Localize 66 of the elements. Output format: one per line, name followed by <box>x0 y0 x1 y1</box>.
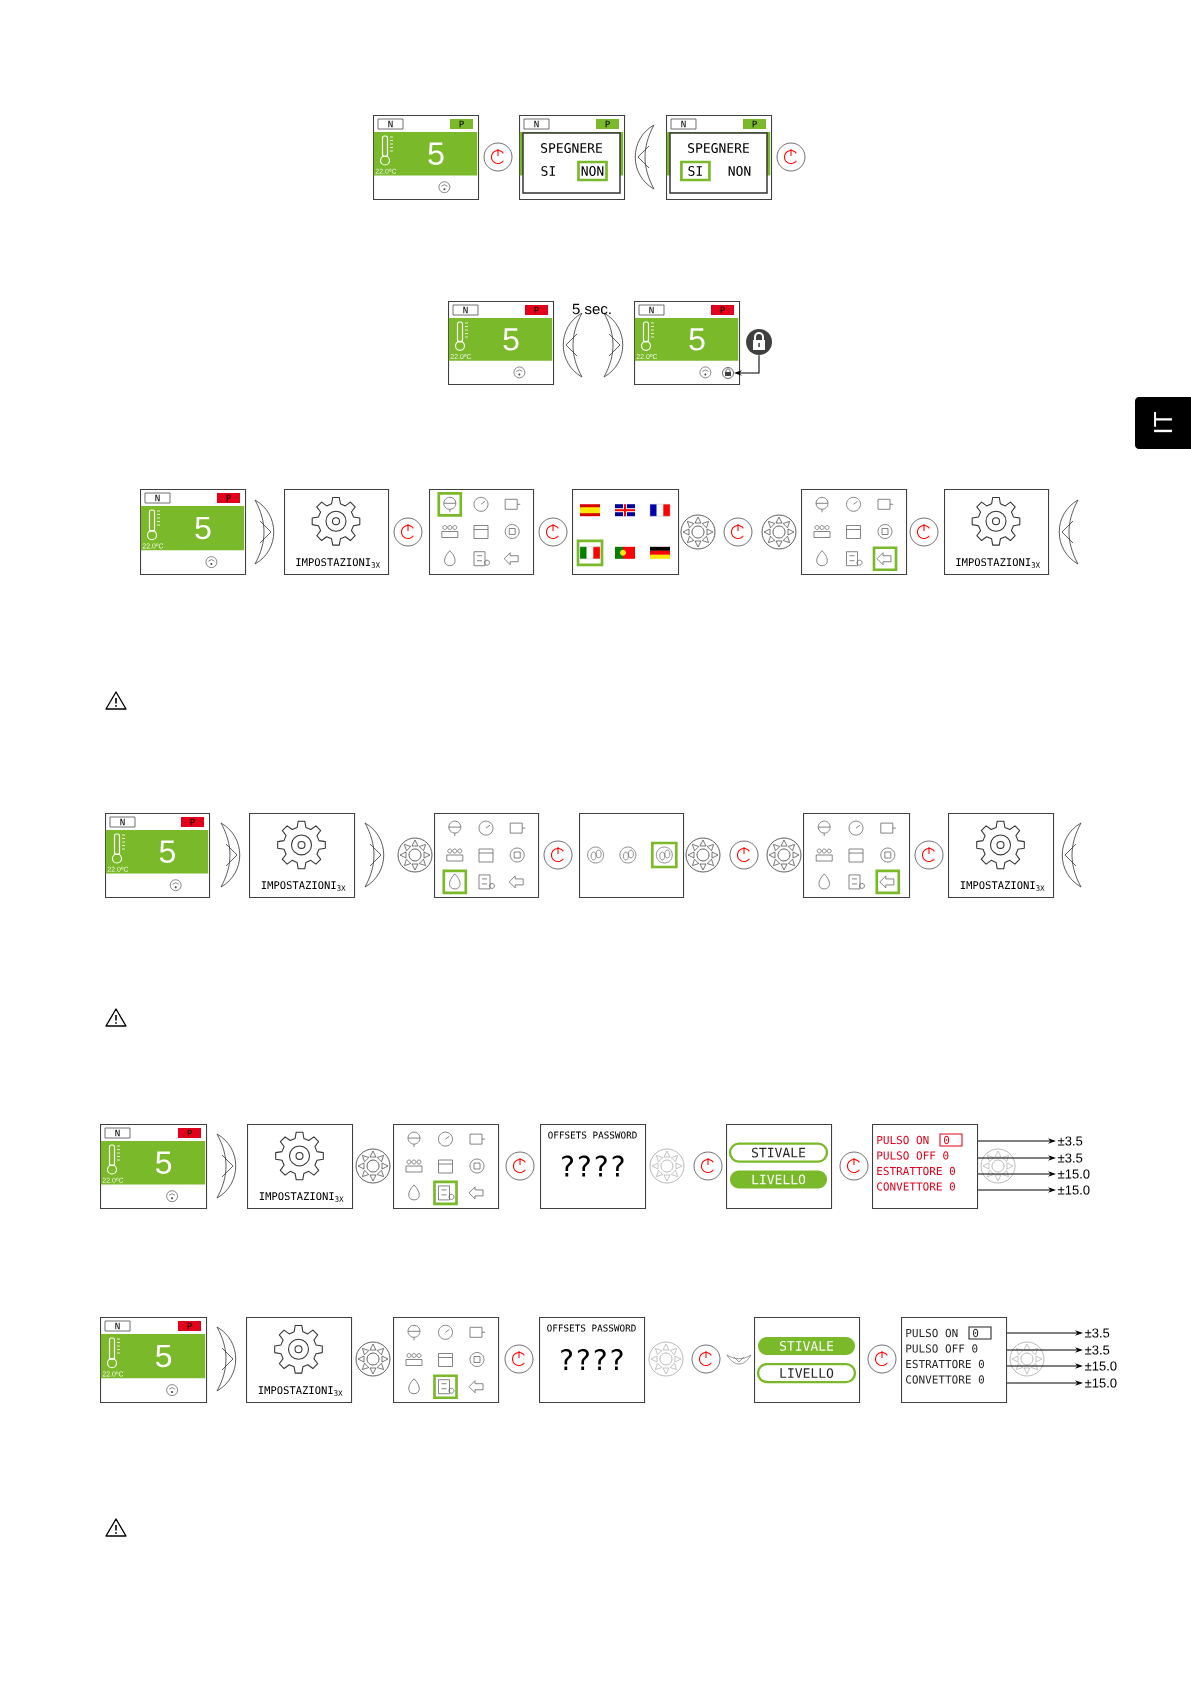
screen-title: IMPOSTAZIONI$_{3X}$ <box>259 1192 344 1202</box>
power-level-digit: 5 <box>156 1151 172 1174</box>
setting-line: ESTRATTORE 0 <box>877 1166 956 1176</box>
selected-option: NON <box>577 160 608 182</box>
dialog-title: SPEGNERE <box>688 143 749 153</box>
power-level-box: P <box>178 1128 201 1138</box>
offset-value: ±15.0 <box>1085 1378 1117 1388</box>
value-field: 0 <box>968 1326 992 1340</box>
power-level-box: P <box>743 119 766 129</box>
offset-value: ±3.5 <box>1058 1136 1083 1146</box>
power-level-box: P <box>181 817 204 827</box>
setting-line: PULSO ON <box>906 1328 958 1338</box>
power-level-digit: 5 <box>689 328 705 351</box>
power-level-digit: 5 <box>428 142 444 165</box>
screen-title: IMPOSTAZIONI$_{3X}$ <box>261 881 346 891</box>
option-label: NON <box>728 166 751 176</box>
padlock-icon <box>746 329 772 355</box>
screen-title: OFFSETS PASSWORD <box>548 1131 637 1139</box>
power-level-box: P <box>596 119 619 129</box>
offset-value: ±15.0 <box>1058 1169 1090 1179</box>
mode-box: N <box>670 118 697 130</box>
language-tab: IT <box>1135 397 1191 449</box>
screen-title: IMPOSTAZIONI$_{3X}$ <box>956 558 1040 568</box>
option-pill: LIVELLO <box>756 1362 857 1384</box>
dialog-title: SPEGNERE <box>541 143 602 153</box>
setting-line: CONVETTORE 0 <box>877 1182 956 1191</box>
mode-box: N <box>377 118 404 130</box>
offset-value: ±3.5 <box>1058 1153 1083 1163</box>
power-level-box: P <box>217 493 240 503</box>
power-level-box: P <box>178 1321 201 1331</box>
option-label: SI <box>541 166 555 176</box>
setting-line: CONVETTORE 0 <box>906 1375 985 1384</box>
password-field: ???? <box>562 1155 624 1177</box>
setting-line: ESTRATTORE 0 <box>906 1359 985 1369</box>
mode-box: N <box>452 304 479 316</box>
screen-title: IMPOSTAZIONI$_{3X}$ <box>296 558 380 568</box>
screen-title: IMPOSTAZIONI$_{3X}$ <box>258 1386 343 1396</box>
padlock-icon <box>722 367 734 379</box>
mode-box: N <box>109 816 136 828</box>
power-level-box: P <box>711 305 734 315</box>
power-level-digit: 5 <box>156 1344 172 1368</box>
power-level-digit: 5 <box>159 840 175 863</box>
power-level-digit: 5 <box>195 516 211 540</box>
screen-title: IMPOSTAZIONI$_{3X}$ <box>960 881 1045 891</box>
selected-option: SI <box>680 160 711 182</box>
value-field: 0 <box>939 1133 963 1147</box>
setting-line: PULSO OFF 0 <box>877 1151 949 1160</box>
mode-box: N <box>104 1127 131 1139</box>
setting-line: PULSO ON <box>877 1135 929 1145</box>
offset-value: ±15.0 <box>1085 1361 1117 1371</box>
power-level-box: P <box>525 305 548 315</box>
duration-label: 5 sec. <box>572 303 611 315</box>
setting-line: PULSO OFF 0 <box>906 1344 978 1353</box>
password-field: ???? <box>561 1349 623 1370</box>
option-pill: STIVALE <box>728 1142 829 1163</box>
screen-title: OFFSETS PASSWORD <box>547 1324 636 1332</box>
power-level-digit: 5 <box>503 328 519 351</box>
mode-box: N <box>144 492 171 504</box>
offset-value: ±3.5 <box>1085 1328 1110 1338</box>
offset-value: ±15.0 <box>1058 1185 1090 1195</box>
mode-box: N <box>523 118 550 130</box>
power-level-box: P <box>450 119 473 129</box>
option-pill: LIVELLO <box>730 1170 827 1189</box>
mode-box: N <box>638 304 665 316</box>
offset-value: ±3.5 <box>1085 1345 1110 1355</box>
mode-box: N <box>104 1320 131 1332</box>
